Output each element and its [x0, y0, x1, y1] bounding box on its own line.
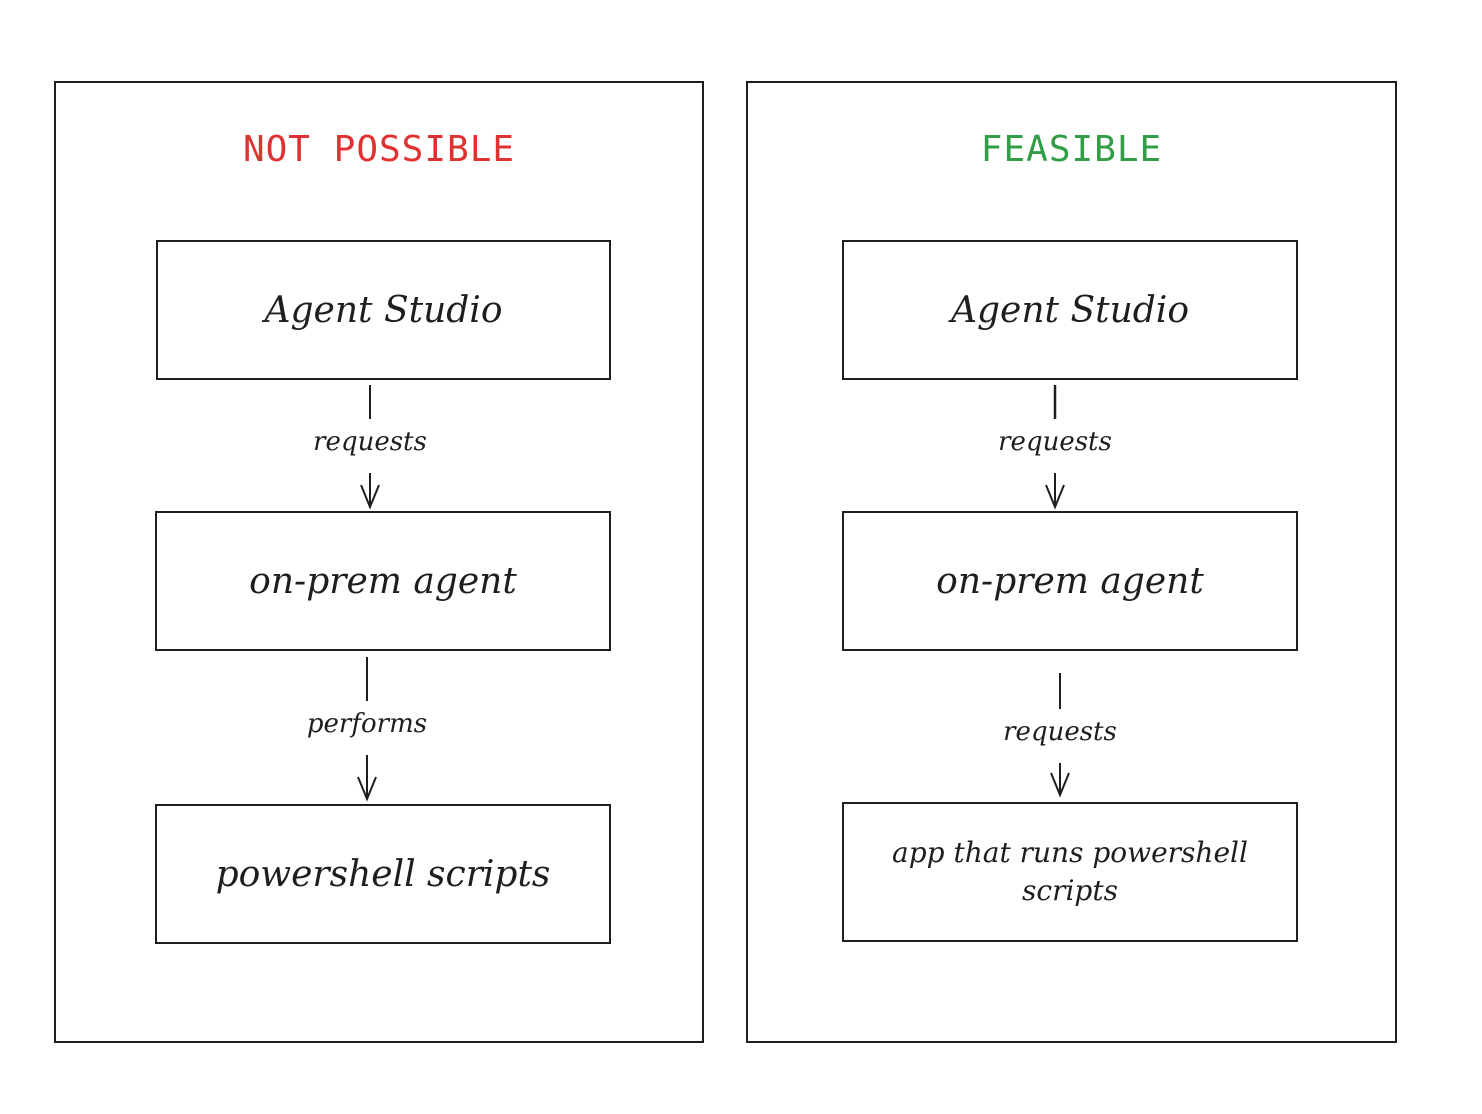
- requests-arrow: [1045, 385, 1065, 510]
- performs-label: performs: [267, 709, 467, 739]
- requests-edge: requests: [270, 383, 470, 511]
- requests-label: requests: [270, 427, 470, 457]
- requests-arrow-second: [1050, 673, 1070, 798]
- not-possible-title: NOT POSSIBLE: [242, 129, 516, 170]
- on-prem-agent-node: on-prem agent: [155, 511, 611, 651]
- feasible-title: FEASIBLE: [980, 129, 1163, 170]
- requests-label-second: requests: [960, 717, 1160, 747]
- feasible-panel: FEASIBLE Agent Studio requests on-prem a…: [746, 81, 1397, 1043]
- requests-edge-second: requests: [960, 671, 1160, 799]
- powershell-scripts-node: powershell scripts: [155, 804, 611, 944]
- app-runs-powershell-node: app that runs powershell scripts: [842, 802, 1298, 942]
- not-possible-panel: NOT POSSIBLE Agent Studio requests on-pr…: [54, 81, 704, 1043]
- agent-studio-node: Agent Studio: [842, 240, 1298, 380]
- requests-arrow: [360, 385, 380, 510]
- performs-edge: performs: [267, 655, 467, 803]
- requests-edge: requests: [955, 383, 1155, 511]
- agent-studio-node: Agent Studio: [156, 240, 611, 380]
- on-prem-agent-node: on-prem agent: [842, 511, 1298, 651]
- performs-arrow: [357, 657, 377, 802]
- requests-label: requests: [955, 427, 1155, 457]
